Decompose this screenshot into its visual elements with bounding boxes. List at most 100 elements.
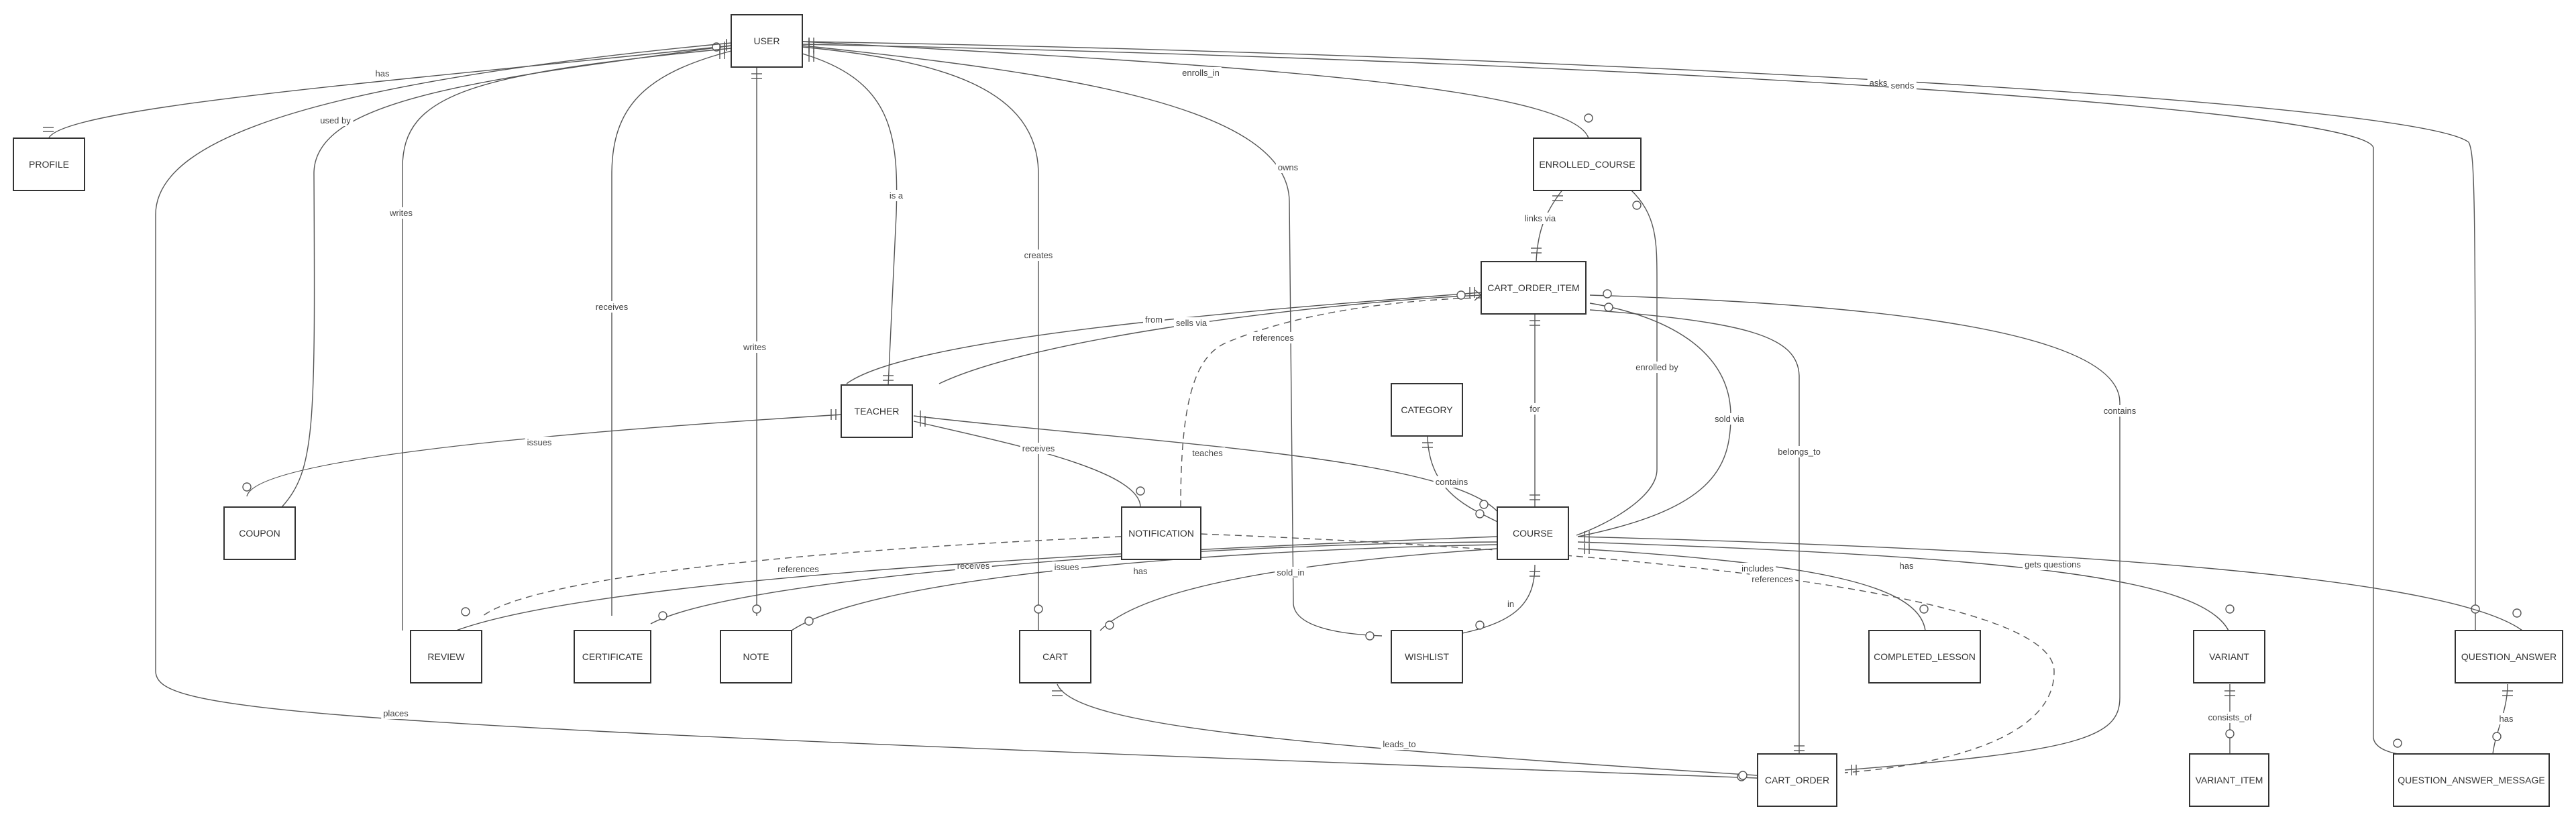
rel-course-cart-order-item-sold: sold via	[1577, 303, 1747, 542]
rel-label-coupon-user: used by	[320, 115, 351, 125]
rel-label-user-teacher: is a	[890, 190, 904, 201]
rel-course-question-answer: gets questions	[1577, 536, 2523, 631]
rel-label-course-wishlist: in	[1507, 599, 1514, 609]
rel-cart-order-item-cart-order: belongs_to	[1589, 309, 1823, 758]
rel-label-teacher-coi-sells: sells via	[1176, 318, 1208, 328]
rel-label-coi-course: for	[1529, 404, 1540, 414]
rel-teacher-course: teaches	[913, 410, 1502, 517]
rel-label-user-enrolled: enrolls_in	[1182, 68, 1220, 78]
rel-label-coi-teacher-from: from	[1145, 315, 1163, 325]
rel-course-cart: sold_in	[1099, 548, 1498, 631]
rel-label-user-wishlist: owns	[1278, 162, 1299, 172]
rel-question-answer-message: has	[2492, 683, 2516, 755]
rel-label-variant-item: consists_of	[2208, 712, 2251, 722]
rel-label-cart-cart-order: leads_to	[1383, 739, 1415, 749]
rel-label-user-cart-order: places	[383, 708, 409, 718]
svg-text:QUESTION_ANSWER: QUESTION_ANSWER	[2461, 651, 2557, 662]
entity-user[interactable]: USER	[731, 14, 803, 68]
rel-label-user-qam: sends	[1891, 80, 1915, 91]
svg-text:NOTIFICATION: NOTIFICATION	[1128, 528, 1194, 539]
rel-label-course-cart: sold_in	[1277, 567, 1304, 578]
svg-text:USER: USER	[754, 36, 780, 46]
svg-text:COMPLETED_LESSON: COMPLETED_LESSON	[1874, 651, 1976, 662]
rel-label-course-coi-sold: sold via	[1715, 414, 1745, 424]
rel-label-notif-review: references	[777, 564, 819, 574]
rel-cart-order-item-course: for	[1527, 313, 1543, 507]
rel-user-teacher: is a	[802, 51, 906, 386]
entity-question-answer-message[interactable]: QUESTION_ANSWER_MESSAGE	[2393, 753, 2550, 807]
entity-teacher[interactable]: TEACHER	[841, 384, 913, 438]
rel-course-wishlist: in	[1448, 564, 1540, 637]
rel-label-teacher-course: teaches	[1192, 448, 1223, 458]
rel-label-category-course: contains	[1436, 477, 1468, 487]
rel-cart-order-cart-order-item: contains	[1589, 289, 2139, 775]
rel-label-enrolled-course-by: enrolled by	[1635, 362, 1678, 372]
svg-text:CART_ORDER: CART_ORDER	[1765, 775, 1829, 785]
rel-label-coi-cart-order: belongs_to	[1778, 447, 1821, 457]
rel-label-user-certificate: receives	[596, 302, 629, 312]
rel-user-enrolled-course: enrolls_in	[802, 38, 1593, 139]
rel-user-question-answer: asks	[802, 38, 2480, 631]
svg-text:CATEGORY: CATEGORY	[1401, 404, 1453, 415]
rel-label-cart-order-coi: contains	[2104, 406, 2137, 416]
rel-cart-cart-order: leads_to	[1052, 683, 1758, 780]
entity-note[interactable]: NOTE	[720, 630, 792, 683]
entity-wishlist[interactable]: WISHLIST	[1391, 630, 1463, 683]
svg-text:VARIANT: VARIANT	[2209, 651, 2249, 662]
rel-notification-review: references	[482, 536, 1122, 616]
rel-cart-order-item-teacher-from: from	[846, 287, 1482, 384]
rel-coupon-user: used by	[281, 42, 732, 508]
svg-text:REVIEW: REVIEW	[427, 651, 465, 662]
rel-user-review: writes	[387, 44, 732, 631]
entity-cart-order-item[interactable]: CART_ORDER_ITEM	[1481, 261, 1587, 315]
svg-text:PROFILE: PROFILE	[29, 159, 69, 170]
rel-course-review: has	[455, 536, 1498, 631]
rel-teacher-coupon: issues	[242, 409, 843, 497]
rel-course-variant: has	[1577, 541, 2235, 631]
entity-coupon[interactable]: COUPON	[223, 506, 296, 560]
entity-enrolled-course[interactable]: ENROLLED_COURSE	[1533, 138, 1642, 191]
rel-user-qa-message: sends	[802, 40, 2429, 756]
entity-cart-order[interactable]: CART_ORDER	[1757, 753, 1837, 807]
entity-question-answer[interactable]: QUESTION_ANSWER	[2455, 630, 2563, 683]
rel-teacher-cart-order-item-sells: sells via	[938, 289, 1482, 384]
entity-cart[interactable]: CART	[1019, 630, 1091, 683]
rel-category-course: contains	[1422, 435, 1501, 524]
rel-user-cart-order: places	[155, 39, 1758, 781]
rel-label-teacher-notif: receives	[1022, 443, 1055, 453]
entity-course[interactable]: COURSE	[1497, 506, 1569, 560]
svg-text:CART_ORDER_ITEM: CART_ORDER_ITEM	[1487, 282, 1579, 293]
rel-user-note: writes	[741, 67, 769, 616]
svg-text:COURSE: COURSE	[1513, 528, 1553, 539]
rel-label-user-qa: asks	[1870, 78, 1888, 88]
rel-label-enrolled-coi: links via	[1525, 213, 1556, 223]
svg-text:COUPON: COUPON	[239, 528, 280, 539]
svg-text:VARIANT_ITEM: VARIANT_ITEM	[2196, 775, 2263, 785]
entity-variant-item[interactable]: VARIANT_ITEM	[2189, 753, 2269, 807]
rel-label-course-variant: has	[1900, 561, 1914, 571]
entity-review[interactable]: REVIEW	[410, 630, 482, 683]
rel-label-user-review: writes	[389, 208, 413, 218]
rel-label-notif-cart-order: references	[1752, 574, 1793, 584]
svg-text:NOTE: NOTE	[743, 651, 769, 662]
rel-notification-cart-order: references	[1200, 533, 2055, 773]
rel-enrolled-course-course: enrolled by	[1576, 188, 1681, 536]
svg-text:WISHLIST: WISHLIST	[1405, 651, 1450, 662]
entity-profile[interactable]: PROFILE	[13, 138, 85, 191]
rel-teacher-notification: receives	[913, 416, 1145, 508]
rel-label-course-note: issues	[1055, 562, 1079, 572]
rel-course-note: issues	[791, 544, 1498, 631]
entity-category[interactable]: CATEGORY	[1391, 383, 1463, 437]
entity-certificate[interactable]: CERTIFICATE	[574, 630, 651, 683]
rel-course-completed-lesson: includes	[1577, 543, 1929, 631]
svg-text:QUESTION_ANSWER_MESSAGE: QUESTION_ANSWER_MESSAGE	[2398, 775, 2544, 785]
rel-label-user-cart: creates	[1024, 250, 1053, 260]
entity-variant[interactable]: VARIANT	[2193, 630, 2265, 683]
entity-notification[interactable]: NOTIFICATION	[1121, 506, 1201, 560]
rel-label-teacher-coupon: issues	[527, 437, 552, 447]
svg-text:CERTIFICATE: CERTIFICATE	[582, 651, 643, 662]
rel-label-notif-coi: references	[1252, 333, 1294, 343]
entity-completed-lesson[interactable]: COMPLETED_LESSON	[1868, 630, 1981, 683]
